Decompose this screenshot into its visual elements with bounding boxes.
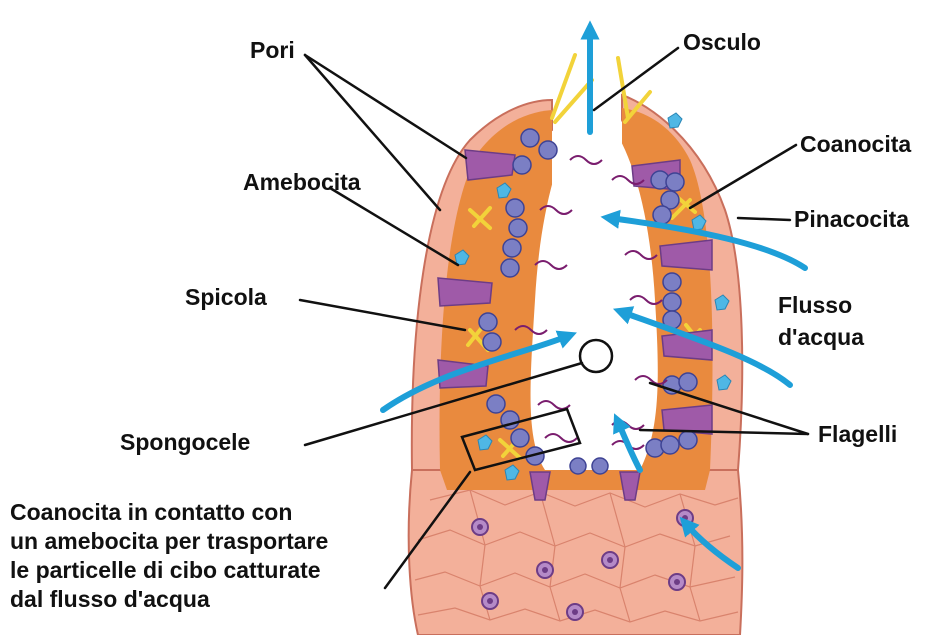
caption-line4: dal flusso d'acqua [10, 586, 210, 612]
lower-body [409, 470, 743, 635]
label-pinacocita: Pinacocita [794, 206, 909, 232]
label-flusso-line2: d'acqua [778, 324, 864, 350]
label-osculo: Osculo [683, 29, 761, 55]
label-amebocita: Amebocita [243, 169, 361, 195]
label-flusso-line1: Flusso [778, 292, 852, 318]
label-spongocele: Spongocele [120, 429, 250, 455]
caption-line1: Coanocita in contatto con [10, 499, 292, 525]
label-flagelli: Flagelli [818, 421, 897, 447]
caption-line3: le particelle di cibo catturate [10, 557, 321, 583]
caption-line2: un amebocita per trasportare [10, 528, 328, 554]
label-coanocita: Coanocita [800, 131, 911, 157]
label-pori: Pori [250, 37, 295, 63]
label-spicola: Spicola [185, 284, 267, 310]
